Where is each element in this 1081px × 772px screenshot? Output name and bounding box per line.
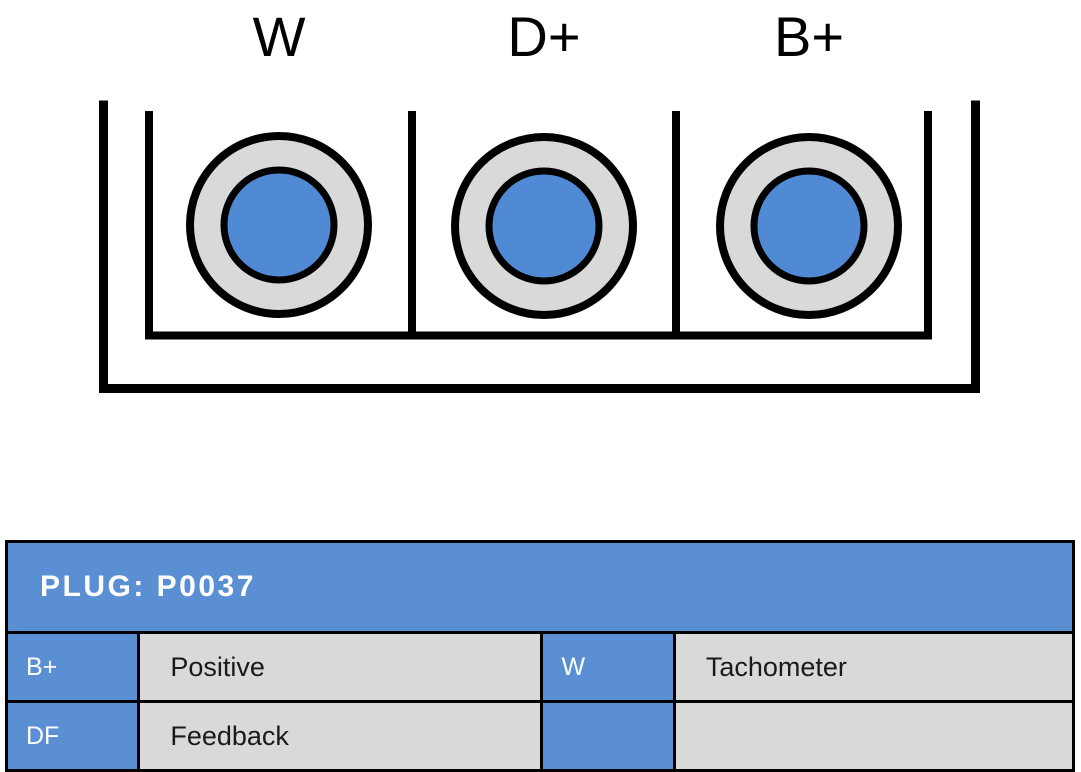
terminal-pin-bplus-core: [750, 167, 868, 285]
pin-desc-positive: Positive: [137, 631, 544, 703]
terminal-pin-dplus: [451, 133, 637, 319]
pin-desc-empty: [672, 700, 1076, 772]
terminal-pin-dplus-core: [485, 167, 603, 285]
terminal-label-w: W: [252, 5, 306, 68]
terminal-pin-bplus: [716, 133, 902, 319]
terminal-label-bplus: B+: [773, 5, 845, 68]
outer-housing-bracket: [99, 100, 980, 393]
inner-housing-bracket: [145, 111, 932, 340]
terminal-label-dplus: D+: [507, 5, 581, 68]
plug-header-label: PLUG: P0037: [40, 570, 256, 603]
terminal-pin-w: [186, 132, 372, 318]
pin-code-empty: [540, 700, 676, 772]
table-row: B+ Positive W Tachometer: [4, 631, 1076, 703]
table-row: DF Feedback: [4, 700, 1076, 772]
pin-code-w: W: [540, 631, 676, 703]
pin-desc-tachometer: Tachometer: [672, 631, 1076, 703]
terminal-pin-w-core: [220, 166, 338, 284]
pin-code-bplus: B+: [4, 631, 141, 703]
connector-body-svg: [99, 100, 980, 393]
plug-header-cell: PLUG: P0037: [5, 540, 1075, 634]
connector-diagram: W D+ B+: [99, 5, 980, 393]
pin-code-df: DF: [4, 700, 141, 772]
table-header-row: PLUG: P0037: [5, 540, 1075, 634]
pinout-table: PLUG: P0037 B+ Positive W Tachometer DF …: [4, 540, 1076, 772]
pin-desc-feedback: Feedback: [137, 700, 544, 772]
